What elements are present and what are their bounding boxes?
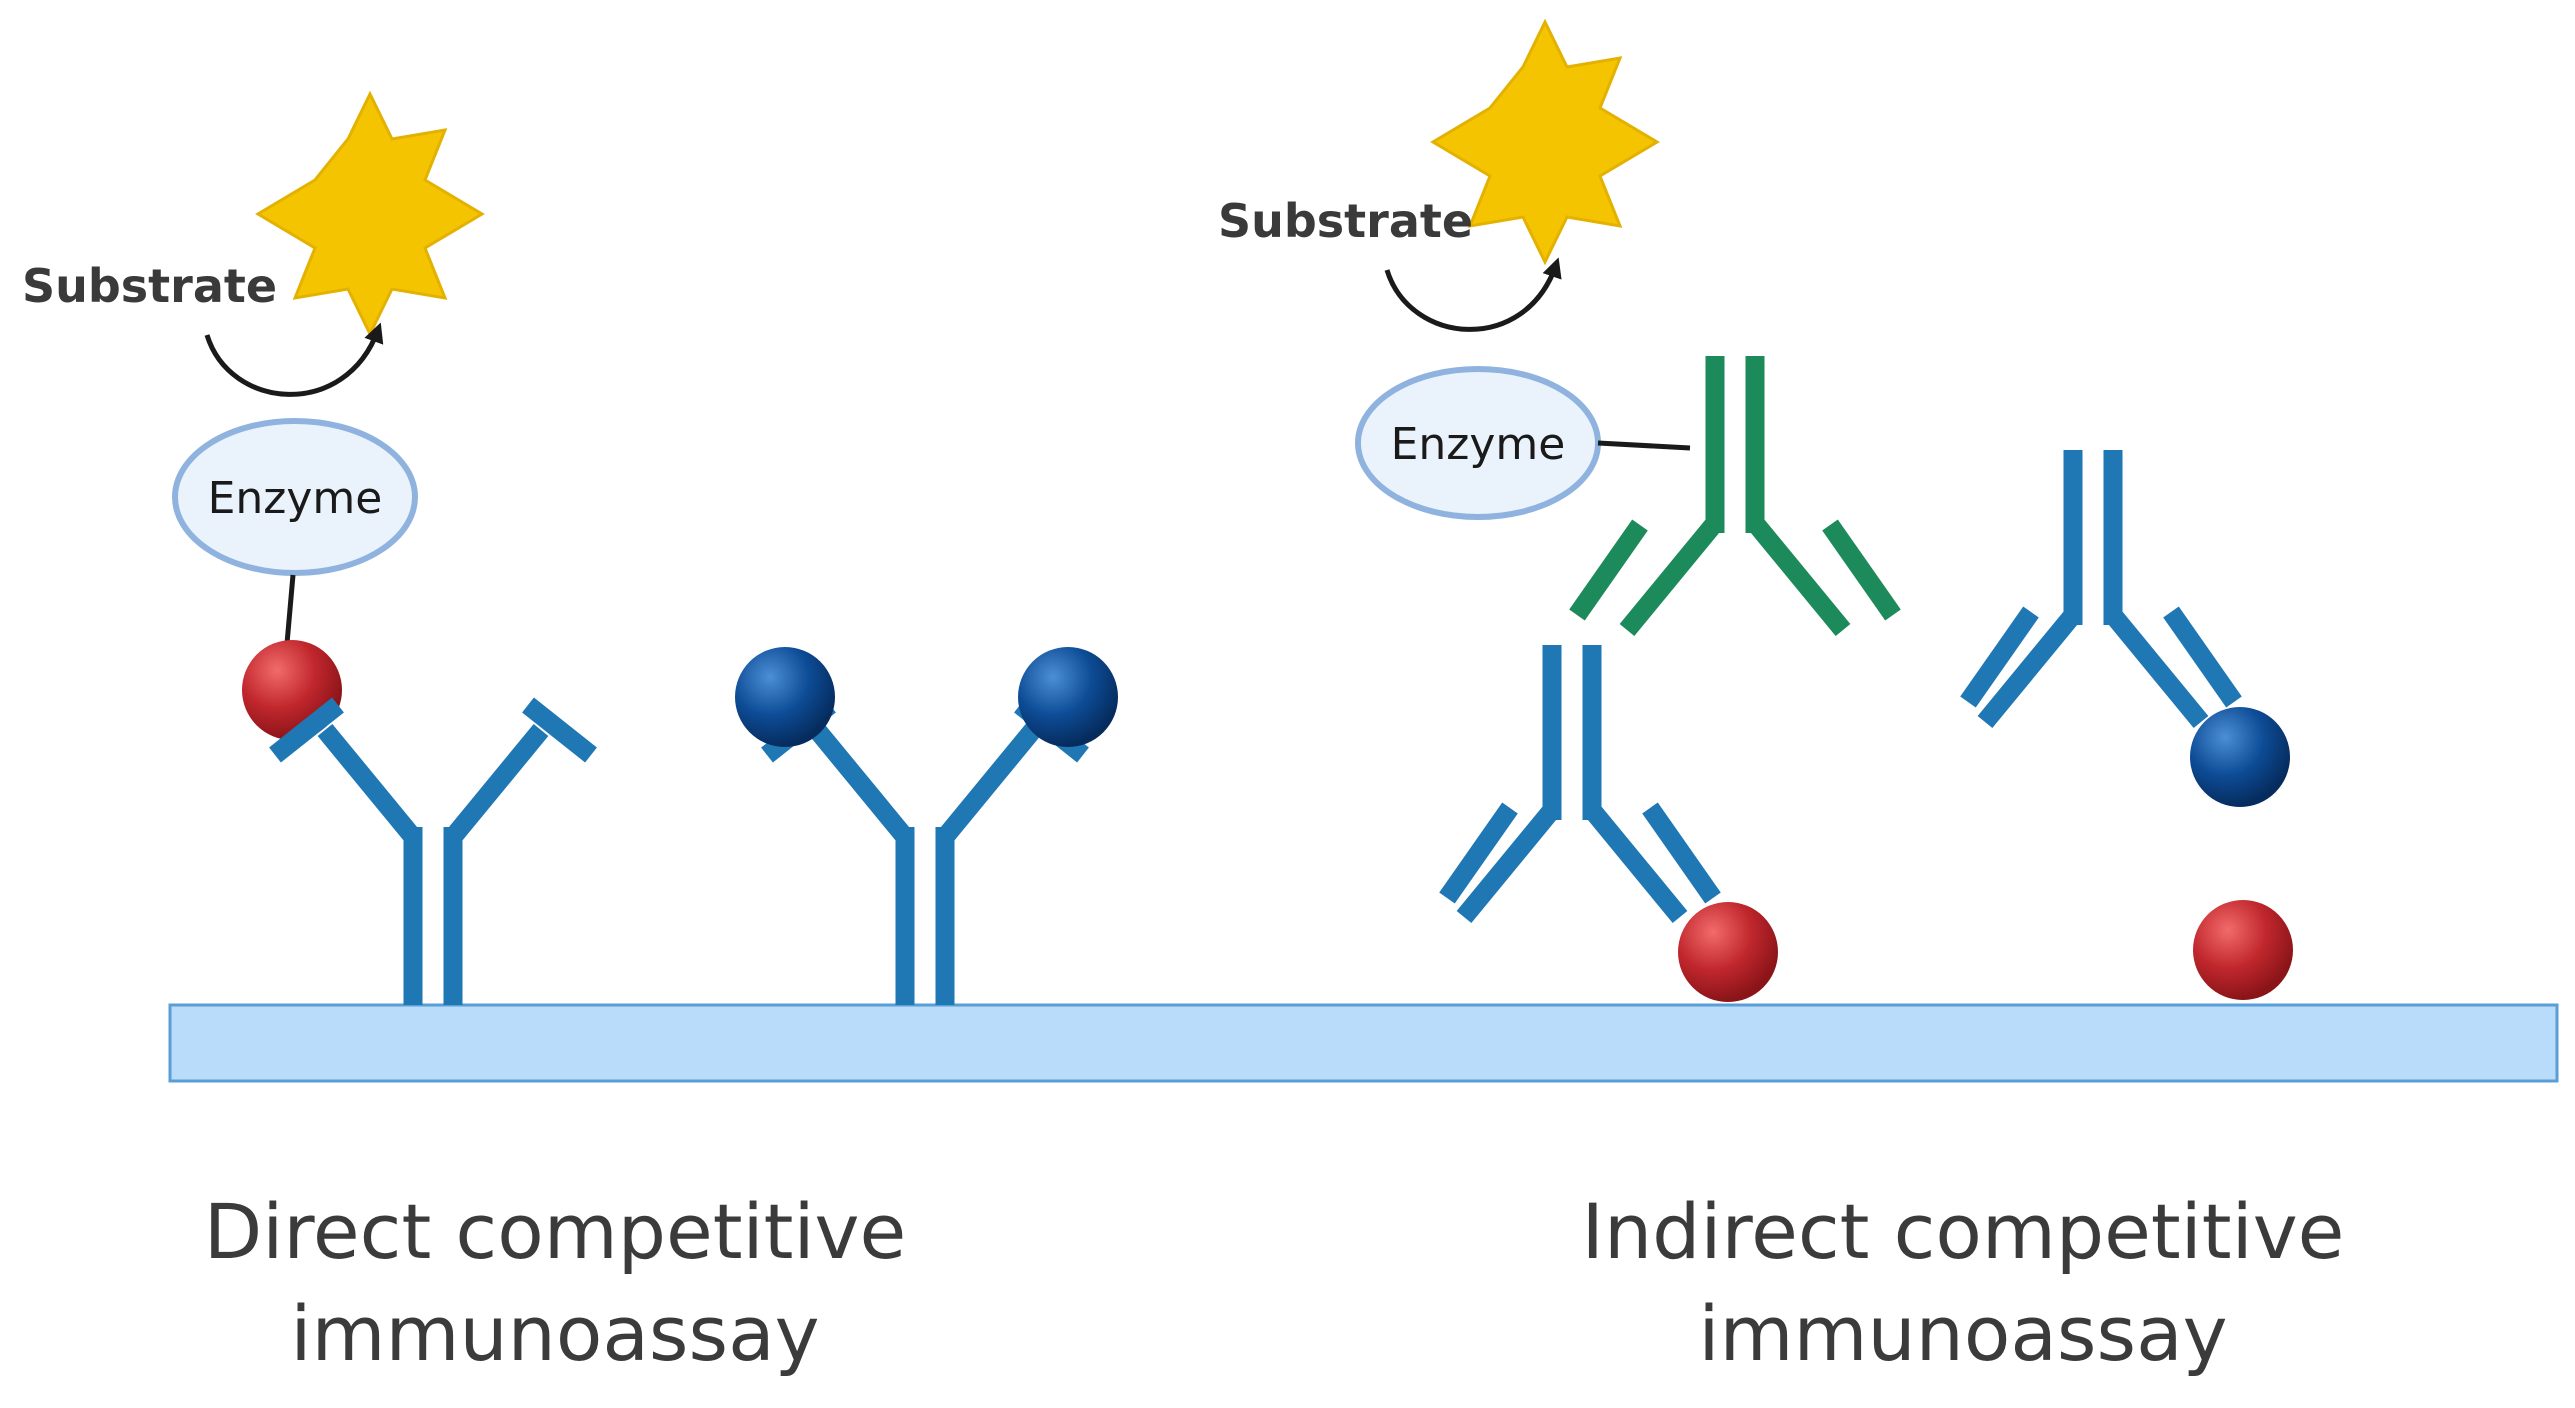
direct-substrate-label: Substrate [22, 259, 277, 313]
direct-enzyme-label: Enzyme [208, 473, 383, 524]
star-icon [1430, 18, 1660, 266]
curved-arrow-icon [1384, 257, 1562, 332]
indirect-enzyme-label: Enzyme [1391, 419, 1566, 470]
enzyme-ellipse [172, 418, 418, 576]
curved-arrow-icon [204, 322, 384, 397]
antigen-sphere-icon [735, 647, 835, 747]
direct-caption-line2: immunoassay [290, 1289, 819, 1378]
enzyme-linker [1597, 440, 1691, 451]
solid-phase-plate [168, 1003, 2559, 1083]
direct-caption-line1: Direct competitive [204, 1187, 907, 1276]
secondary-antibody-icon [1569, 356, 1901, 637]
indirect-caption-line1: Indirect competitive [1582, 1187, 2345, 1276]
indirect-substrate-label: Substrate [1218, 194, 1473, 248]
antibody-icon [275, 705, 591, 1005]
indirect-caption-line2: immunoassay [1698, 1289, 2227, 1378]
antibody-icon [1960, 450, 2242, 729]
star-icon [255, 90, 485, 338]
antigen-sphere-icon [2190, 707, 2290, 807]
antigen-sphere-icon [1018, 647, 1118, 747]
antigen-sphere-icon [2193, 900, 2293, 1000]
antibody-icon [767, 705, 1083, 1005]
antibody-icon [1439, 645, 1721, 924]
antigen-sphere-icon [1678, 902, 1778, 1002]
